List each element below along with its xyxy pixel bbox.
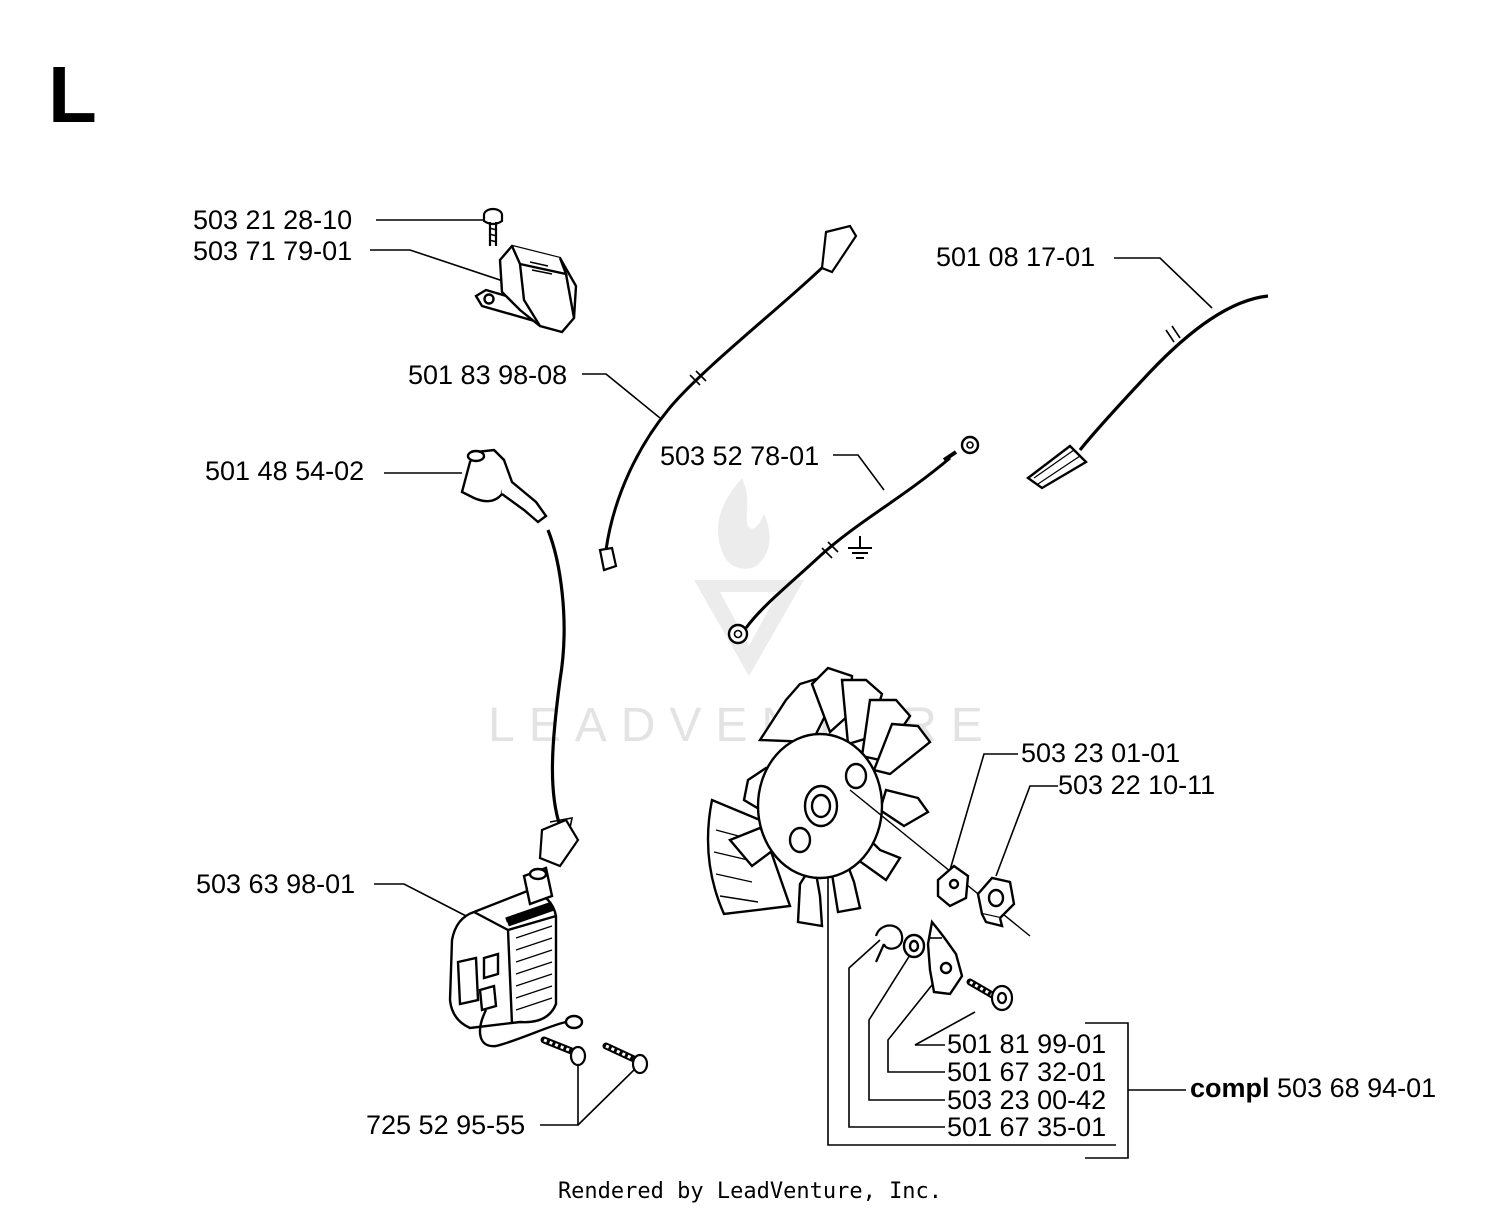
screw-part [482, 207, 504, 246]
ground-wire-part [727, 435, 980, 645]
label-nut: 503 22 10-11 [1058, 770, 1216, 800]
pawl-part [926, 919, 964, 996]
watermark-logo [694, 478, 804, 676]
label-ignition-module: 503 63 98-01 [196, 869, 356, 899]
ignition-module-part [448, 866, 584, 1048]
washer-part [936, 864, 970, 908]
wire-lead-part [598, 224, 858, 572]
label-washer: 503 23 01-01 [1021, 738, 1181, 768]
label-spring: 501 67 35-01 [947, 1112, 1107, 1142]
switch-part [474, 244, 578, 334]
spring-washer-part [902, 933, 926, 959]
ignition-lead [538, 529, 580, 868]
label-compl: compl 503 68 94-01 [1190, 1073, 1436, 1103]
fuel-hose-part [1025, 294, 1269, 490]
compl-prefix: compl [1190, 1073, 1270, 1103]
spring-part [874, 924, 904, 963]
label-spring-washer: 503 23 00-42 [947, 1085, 1107, 1115]
label-screw-top: 503 21 28-10 [193, 205, 353, 235]
section-letter: L [48, 50, 97, 139]
label-switch: 503 71 79-01 [193, 236, 353, 266]
label-fuel-hose: 501 08 17-01 [936, 242, 1096, 272]
label-wire-lead: 501 83 98-08 [408, 360, 568, 390]
nut-part [976, 876, 1016, 928]
leader-lines [370, 219, 1213, 1159]
label-pawl-screw: 501 81 99-01 [947, 1029, 1107, 1059]
label-spark-cap: 501 48 54-02 [205, 456, 365, 486]
label-pawl: 501 67 32-01 [947, 1057, 1107, 1087]
compl-number: 503 68 94-01 [1277, 1073, 1437, 1103]
spark-cap-part [460, 448, 548, 524]
pawl-screw-part [966, 978, 1014, 1012]
footer-credit: Rendered by LeadVenture, Inc. [557, 1179, 943, 1204]
module-screws-part [540, 1036, 649, 1075]
label-ground-wire: 503 52 78-01 [660, 441, 820, 471]
label-module-screws: 725 52 95-55 [366, 1110, 526, 1140]
